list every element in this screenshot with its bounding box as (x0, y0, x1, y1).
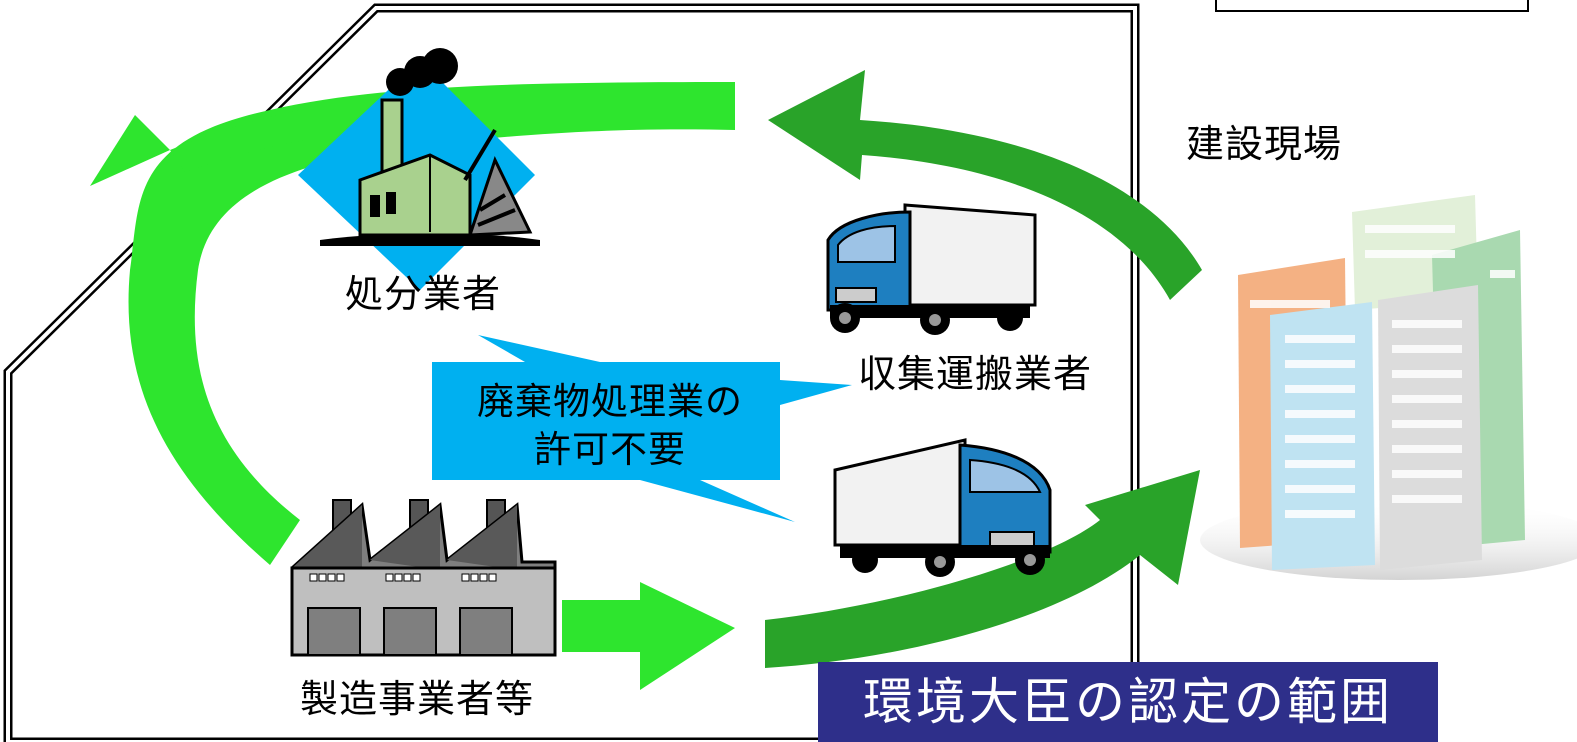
scope-banner: 環境大臣の認定の範囲 (818, 662, 1438, 742)
recycle-loop-arrow (90, 82, 736, 565)
callout-line-1: 廃棄物処理業の (477, 380, 743, 423)
manufacturer-to-transport-arrow (562, 582, 735, 690)
collector-label: 収集運搬業者 (858, 352, 1093, 396)
site-label: 建設現場 (1186, 122, 1343, 166)
buildings-icon (1200, 195, 1577, 580)
manufacturer-label: 製造事業者等 (300, 677, 535, 721)
callout-text: 廃棄物処理業の 許可不要 (440, 378, 780, 474)
top-right-frame (1215, 0, 1529, 12)
from-site-arrow (768, 70, 1202, 300)
scope-frame (3, 3, 1140, 742)
factory-icon (290, 499, 557, 657)
callout-line-2: 許可不要 (534, 428, 686, 472)
disposal-label: 処分業者 (345, 272, 502, 316)
truck-icon-top (826, 203, 1037, 335)
truck-icon-bottom (833, 438, 1052, 577)
to-site-arrow (765, 470, 1200, 668)
callout-bubble (432, 335, 852, 522)
disposal-facility-icon (298, 48, 540, 290)
scope-banner-text: 環境大臣の認定の範囲 (863, 673, 1393, 731)
